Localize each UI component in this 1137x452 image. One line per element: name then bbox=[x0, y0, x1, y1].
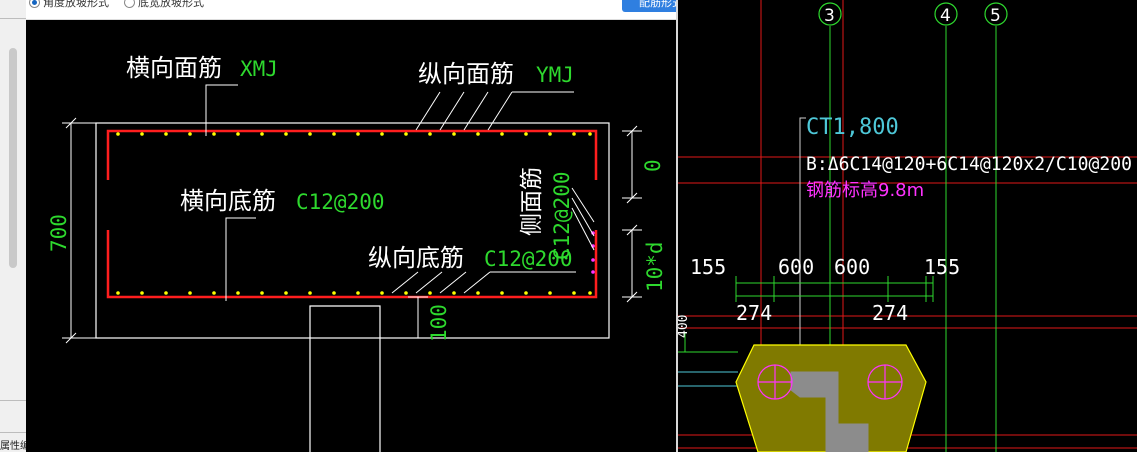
dimension-lines bbox=[62, 117, 642, 344]
side-panel-divider bbox=[0, 432, 26, 433]
cap-leader-line bbox=[799, 117, 806, 352]
rebar-frame bbox=[106, 129, 598, 299]
side-panel: 属性编 bbox=[0, 0, 30, 452]
transverse-top-label: 横向面筋 bbox=[126, 54, 222, 82]
transverse-bottom-value: C12@200 bbox=[296, 190, 385, 214]
radio-width-slope[interactable] bbox=[124, 0, 135, 8]
top-rebar-dots bbox=[116, 132, 592, 136]
side-panel-divider bbox=[0, 400, 26, 401]
side-panel-divider bbox=[0, 18, 26, 19]
side-rebar-label: 侧面筋 bbox=[519, 167, 545, 236]
dim-155-left: 155 bbox=[690, 255, 726, 279]
plan-dimension-lines bbox=[684, 276, 934, 352]
option-bar: 角度放坡形式 底宽放坡形式 配筋形式 bbox=[26, 0, 700, 20]
radio-width-slope-label: 底宽放坡形式 bbox=[138, 0, 204, 9]
cap-outline bbox=[95, 122, 610, 339]
longitudinal-top-label: 纵向面筋 bbox=[418, 60, 514, 88]
pile-circles bbox=[757, 364, 903, 400]
property-edit-label[interactable]: 属性编 bbox=[0, 441, 30, 452]
dim-height: 700 bbox=[47, 214, 71, 252]
dim-274-right: 274 bbox=[872, 301, 908, 325]
plan-canvas[interactable]: 3 4 5 CT1,800 B:Δ6C14@120+6C14@120x2/C10… bbox=[678, 0, 1137, 452]
bottom-rebar-dots bbox=[116, 291, 592, 295]
column-shape bbox=[790, 371, 869, 452]
plan-grid-cyan bbox=[678, 371, 738, 387]
dim-top: 0 bbox=[641, 159, 665, 172]
dim-bottom: 100 bbox=[427, 304, 451, 342]
transverse-bottom-label: 横向底筋 bbox=[180, 187, 276, 215]
cap-elevation-note: 钢筋标高9.8m bbox=[806, 180, 924, 201]
section-canvas[interactable]: 横向面筋 XMJ 纵向面筋 YMJ 横向底筋 C12@200 纵向底筋 C12@… bbox=[26, 20, 676, 452]
dim-600-right: 600 bbox=[834, 255, 870, 279]
longitudinal-bottom-label: 纵向底筋 bbox=[368, 244, 464, 272]
pier-outline bbox=[309, 305, 381, 452]
side-panel-scrollbar[interactable] bbox=[9, 48, 17, 268]
dim-274-left: 274 bbox=[736, 301, 772, 325]
pane-divider[interactable] bbox=[676, 0, 678, 452]
dim-side: 10*d bbox=[643, 241, 667, 292]
dim-400-side: 400 bbox=[678, 315, 691, 338]
axis-label-5: 5 bbox=[990, 6, 1001, 26]
axis-bubbles bbox=[818, 2, 1008, 26]
axis-label-4: 4 bbox=[940, 6, 951, 26]
side-rebar-value: C12@200 bbox=[550, 171, 574, 260]
longitudinal-bottom-value: C12@200 bbox=[484, 247, 573, 271]
leader-lines bbox=[205, 84, 595, 301]
axis-label-3: 3 bbox=[824, 6, 835, 26]
dim-600-left: 600 bbox=[778, 255, 814, 279]
transverse-top-value: XMJ bbox=[240, 57, 278, 81]
side-rebar-dots bbox=[591, 231, 595, 274]
longitudinal-top-value: YMJ bbox=[536, 63, 574, 87]
cap-name: CT1,800 bbox=[806, 115, 899, 140]
radio-angle-slope-label: 角度放坡形式 bbox=[43, 0, 109, 9]
radio-angle-slope[interactable] bbox=[29, 0, 40, 8]
dim-155-right: 155 bbox=[924, 255, 960, 279]
cap-rebar-spec: B:Δ6C14@120+6C14@120x2/C10@200 bbox=[806, 153, 1132, 175]
